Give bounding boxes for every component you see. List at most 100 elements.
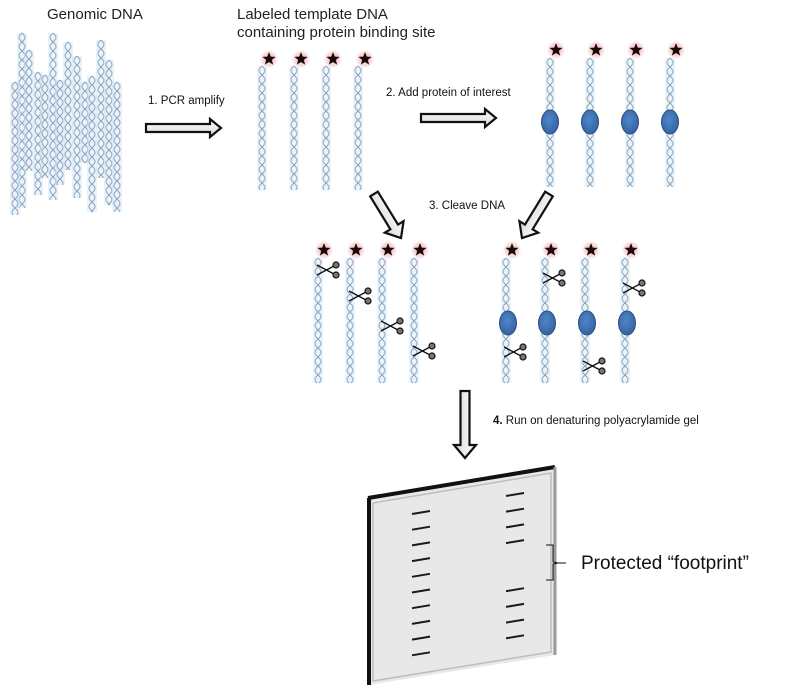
scissors-handle	[364, 287, 372, 295]
dna-strand	[354, 65, 362, 191]
dna-strand	[56, 79, 64, 186]
dna-strand	[97, 39, 105, 179]
scissors-handle	[428, 352, 436, 360]
scissors-icon	[316, 261, 340, 279]
dna-strand	[11, 81, 19, 216]
scissors-handle	[332, 261, 340, 269]
star-icon	[621, 240, 641, 260]
dna-strand	[41, 74, 49, 179]
dna-helix	[257, 65, 267, 191]
gel-band	[505, 539, 525, 545]
protein-oval-icon	[541, 109, 559, 135]
star-icon	[346, 240, 366, 260]
dna-helix	[55, 79, 65, 186]
star-shape	[349, 243, 363, 256]
block-arrow-icon	[517, 190, 555, 240]
dna-helix-glow	[10, 82, 20, 215]
protein-oval-icon	[621, 109, 639, 135]
scissors-handle	[396, 327, 404, 335]
dna-strand	[81, 81, 89, 164]
dna-helix-glow	[17, 33, 27, 208]
dna-strand	[81, 81, 89, 164]
star-icon	[581, 240, 601, 260]
block-arrow-icon	[144, 116, 223, 140]
dna-strand	[322, 65, 330, 191]
scissors-icon	[622, 279, 646, 297]
dna-strand	[25, 49, 33, 172]
scissors-blade	[503, 346, 522, 357]
star-shape	[326, 52, 340, 65]
dna-helix-glow	[72, 56, 82, 198]
dna-strand	[64, 41, 72, 171]
protein-oval-icon	[581, 109, 599, 135]
gel-band	[411, 604, 431, 610]
scissors-handle	[638, 279, 646, 287]
gel-slab	[368, 467, 555, 685]
star-icon	[355, 49, 375, 69]
dna-helix-glow	[112, 82, 122, 212]
protein-oval-icon	[661, 109, 679, 135]
star-shape	[629, 43, 643, 56]
scissors-blade	[380, 320, 399, 331]
dna-strand	[11, 81, 19, 216]
star-icon	[291, 49, 311, 69]
gel-inner-border	[372, 472, 552, 682]
dna-strand	[97, 39, 105, 179]
gel-band	[505, 602, 525, 608]
cleaved-protein-bound-dna	[499, 240, 646, 384]
scissors-handle	[558, 269, 566, 277]
star-shape	[505, 243, 519, 256]
star-shape	[413, 243, 427, 256]
star-icon	[323, 49, 343, 69]
dna-helix-glow	[353, 66, 363, 190]
star-icon	[546, 40, 566, 60]
dna-strand	[88, 75, 96, 213]
dna-helix-glow	[87, 76, 97, 212]
dna-strand	[410, 257, 418, 384]
arrow-shape	[419, 106, 498, 130]
scissors-blade	[622, 282, 641, 293]
gel-band	[505, 634, 525, 640]
scissors-blade	[412, 346, 431, 357]
dna-strand	[113, 81, 121, 213]
dna-helix-glow	[289, 66, 299, 190]
flow-arrows	[144, 106, 555, 460]
star-shape	[381, 243, 395, 256]
dna-helix-glow	[257, 66, 267, 190]
dna-strand	[34, 71, 42, 196]
star-icon	[666, 40, 686, 60]
step2-label: 2. Add protein of interest	[386, 87, 511, 99]
dna-strand	[346, 257, 354, 384]
gel-band	[505, 523, 525, 529]
dna-strand	[41, 74, 49, 179]
gel-band	[411, 635, 431, 641]
scissors-handle	[364, 297, 372, 305]
gel-band	[505, 618, 525, 624]
dna-helix	[48, 32, 58, 200]
dna-strand	[378, 257, 386, 384]
star-icon	[502, 240, 522, 260]
gel-band	[411, 619, 431, 625]
cleaved-free-dna	[313, 240, 436, 384]
dna-helix	[104, 59, 114, 206]
footprint-bracket	[546, 544, 566, 581]
dna-helix-glow	[33, 72, 43, 195]
block-arrow-icon	[419, 106, 498, 130]
scissors-handle	[519, 353, 527, 361]
genomic-dna-strands	[10, 32, 122, 216]
dna-strand	[105, 59, 113, 206]
scissors-icon	[380, 317, 404, 335]
dna-helix	[321, 65, 331, 191]
dna-helix	[353, 65, 363, 191]
protein-oval-icon	[538, 310, 556, 336]
protected-footprint-label: Protected “footprint”	[581, 553, 749, 574]
gel-band	[411, 588, 431, 594]
scissors-handle	[332, 271, 340, 279]
step3-label: 3. Cleave DNA	[429, 200, 506, 212]
star-icon	[378, 240, 398, 260]
dna-helix	[63, 41, 73, 171]
dna-strand	[73, 55, 81, 199]
dna-helix-glow	[321, 66, 331, 190]
scissors-blade	[582, 360, 601, 371]
